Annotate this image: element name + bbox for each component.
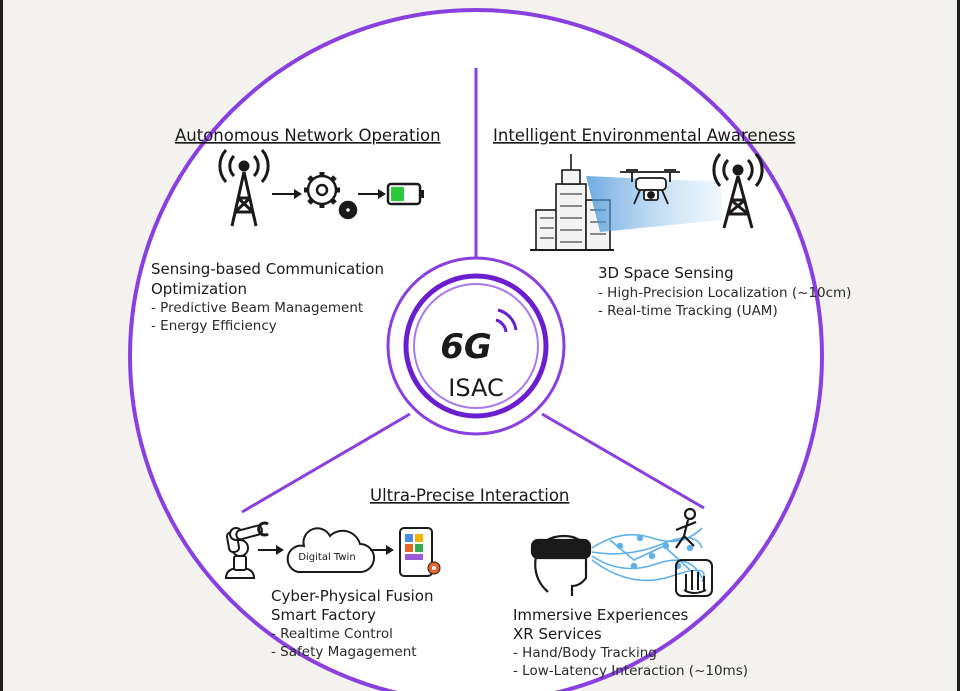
wifi-wave-icon (495, 318, 508, 333)
network-title: Autonomous Network Operation (175, 126, 441, 145)
xr-heading-line2: XR Services (513, 625, 602, 643)
network-bullet-1: - Predictive Beam Management (151, 300, 363, 316)
city-building-icon (530, 154, 614, 251)
center-label: ISAC (448, 374, 504, 402)
xr-bullet-1: - Hand/Body Tracking (513, 645, 657, 661)
divider-right (541, 412, 705, 510)
factory-bullet-2: - Safety Magagement (271, 644, 417, 660)
gears-icon (304, 172, 358, 220)
vr-headset-icon (530, 534, 592, 596)
battery-icon (386, 182, 424, 206)
right-frame-edge (957, 0, 960, 691)
awareness-heading: 3D Space Sensing (598, 264, 734, 282)
network-heading-line1: Sensing-based Communication (151, 260, 384, 278)
divider-left (241, 412, 411, 514)
cell-tower-icon (218, 149, 270, 227)
left-frame-edge (0, 0, 3, 691)
6g-logo: 6G (440, 308, 518, 367)
factory-bullet-1: - Realtime Control (271, 626, 393, 642)
network-bullet-2: - Energy Efficiency (151, 318, 277, 334)
robot-arm-icon (224, 521, 269, 579)
running-person-icon (675, 507, 697, 549)
awareness-bullet-1: - High-Precision Localization (~10cm) (598, 285, 851, 301)
arrow-icon (370, 545, 394, 555)
arrow-icon (358, 189, 386, 199)
cell-tower-icon (712, 153, 764, 229)
xr-heading-line1: Immersive Experiences (513, 606, 689, 624)
factory-heading-line1: Cyber-Physical Fusion (271, 587, 434, 605)
cloud-icon: Digital Twin (286, 527, 375, 573)
digital-twin-label: Digital Twin (298, 552, 355, 563)
xr-bullet-2: - Low-Latency Interaction (~10ms) (513, 663, 748, 679)
arrow-icon (272, 189, 302, 199)
awareness-title: Intelligent Environmental Awareness (493, 126, 795, 145)
network-heading-line2: Optimization (151, 280, 247, 298)
tablet-icon (399, 527, 441, 577)
svg-text:6G: 6G (440, 327, 492, 367)
awareness-bullet-2: - Real-time Tracking (UAM) (598, 303, 778, 319)
arrow-icon (258, 545, 284, 555)
factory-heading-line2: Smart Factory (271, 606, 376, 624)
drone-icon (620, 169, 680, 205)
sensing-beam (586, 176, 722, 232)
hand-gesture-icon (675, 559, 713, 597)
interaction-title: Ultra-Precise Interaction (370, 486, 569, 505)
